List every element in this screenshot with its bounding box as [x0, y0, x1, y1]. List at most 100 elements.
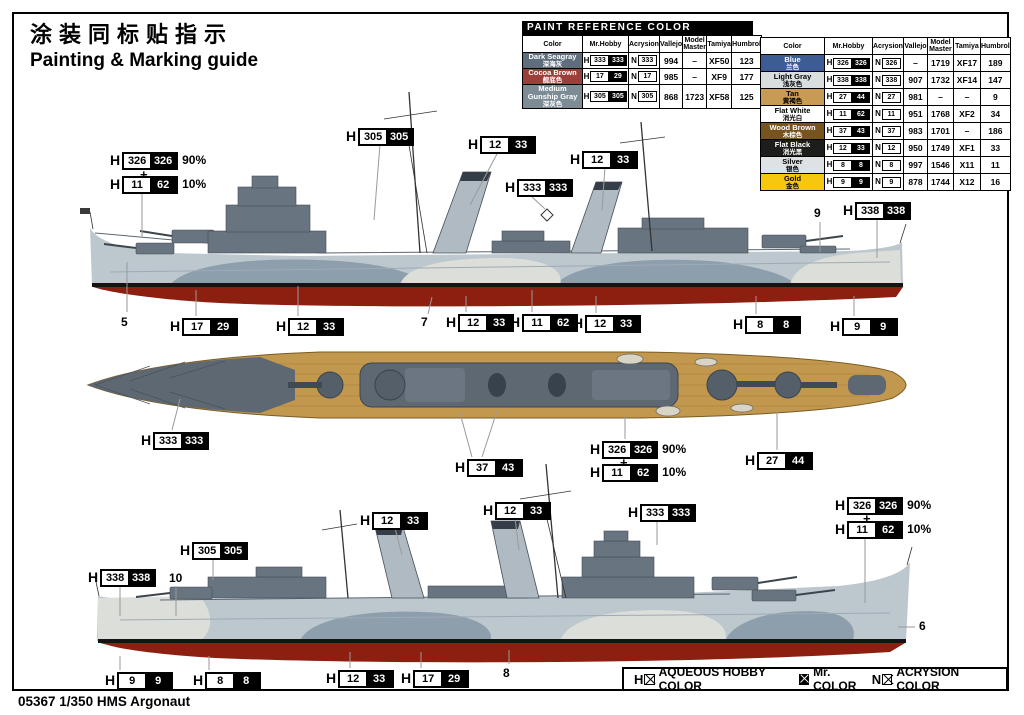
- legend-prefix: N: [871, 671, 882, 687]
- mr-color-number: 338: [883, 204, 910, 218]
- column-header: Humbrol: [979, 37, 1011, 55]
- mix-ratio: 90%: [182, 153, 207, 167]
- humbrol-cell: 147: [979, 71, 1011, 89]
- aqueous-number: 17: [184, 320, 211, 334]
- hobby-prefix: H: [326, 670, 337, 686]
- hobby-prefix: H: [346, 128, 357, 144]
- tamiya-cell: XF1: [952, 139, 981, 157]
- mr-color-number: 43: [495, 461, 522, 475]
- hobby-prefix: H: [843, 202, 854, 218]
- color-name-cn: 金色: [786, 182, 799, 190]
- vallejo-cell: 981: [902, 88, 928, 106]
- red-bottom: [100, 643, 905, 663]
- turret-x: [761, 234, 807, 249]
- aqueous-number: 8: [207, 674, 234, 688]
- page-border: [12, 12, 1009, 691]
- camo-patch: [560, 610, 726, 641]
- title-english: Painting & Marking guide: [30, 50, 259, 71]
- color-name-cn: 深灰色: [542, 101, 563, 108]
- mr-color-number: 29: [210, 320, 237, 334]
- tamiya-cell: XF2: [952, 105, 981, 123]
- hobby-prefix: H: [590, 441, 601, 457]
- aqueous-number: 8: [747, 318, 774, 332]
- column-header: Vallejo: [658, 35, 684, 53]
- mix-plus-sign: +: [620, 455, 628, 470]
- hobby-prefix: H: [193, 672, 204, 688]
- color-name: Blue: [784, 54, 801, 64]
- mix-ratio: 10%: [182, 177, 207, 191]
- turret-y: [799, 245, 837, 254]
- color-name-cn: 深海灰: [542, 61, 563, 68]
- hobby-prefix: H: [360, 512, 371, 528]
- legend-prefix: H: [634, 671, 644, 687]
- humbrol-cell: 16: [979, 173, 1011, 191]
- camo-patch: [300, 611, 491, 641]
- aqueous-number: 11: [524, 316, 551, 330]
- hobby-prefix: H: [628, 504, 639, 520]
- color-box-icon: [798, 673, 810, 685]
- model-master-cell: –: [926, 88, 954, 106]
- color-name-cn: 浅灰色: [782, 80, 803, 88]
- tamiya-cell: XF9: [706, 68, 733, 85]
- aqueous-number: 27: [759, 454, 786, 468]
- diamond-marker: [540, 208, 554, 222]
- aqueous-number: 12: [374, 514, 401, 528]
- hobby-prefix: H: [141, 432, 152, 448]
- mr-color-number: 9: [870, 320, 897, 334]
- color-name-cn: 消光黑: [782, 148, 803, 156]
- ship-side-view-bottom: [94, 463, 913, 663]
- humbrol-cell: 34: [979, 105, 1011, 123]
- aqueous-number: 11: [124, 178, 151, 192]
- humbrol-cell: 189: [979, 54, 1011, 72]
- humbrol-cell: 9: [979, 88, 1011, 106]
- hobby-prefix: H: [573, 315, 584, 331]
- hobby-prefix: H: [570, 151, 581, 167]
- mr-color-number: 33: [400, 514, 427, 528]
- aqueous-number: 326: [124, 154, 151, 168]
- vallejo-cell: 950: [902, 139, 928, 157]
- paint-table-title: PAINT REFERENCE COLOR: [522, 21, 753, 35]
- hobby-prefix: H: [446, 314, 457, 330]
- hobby-prefix: H: [468, 136, 479, 152]
- aqueous-number: 12: [587, 317, 614, 331]
- mr-color-number: 29: [441, 672, 468, 686]
- director: [603, 530, 629, 542]
- decal-number-callout: 9: [814, 206, 821, 220]
- mix-plus-sign: +: [140, 167, 148, 182]
- masts: [89, 91, 907, 254]
- camo-patch: [725, 611, 854, 641]
- tamiya-cell: –: [952, 122, 981, 140]
- mr-color-number: 9: [145, 674, 172, 688]
- camo-patch: [555, 259, 795, 285]
- ship-top-view: [86, 351, 907, 419]
- mr-color-number: 33: [366, 672, 393, 686]
- gun-barrels: [737, 381, 775, 387]
- tamiya-cell: X11: [952, 156, 981, 174]
- aqueous-number: 305: [360, 130, 387, 144]
- hobby-prefix: H: [590, 464, 601, 480]
- column-header: Mr.Hobby: [582, 35, 629, 53]
- turret-b: [711, 576, 759, 591]
